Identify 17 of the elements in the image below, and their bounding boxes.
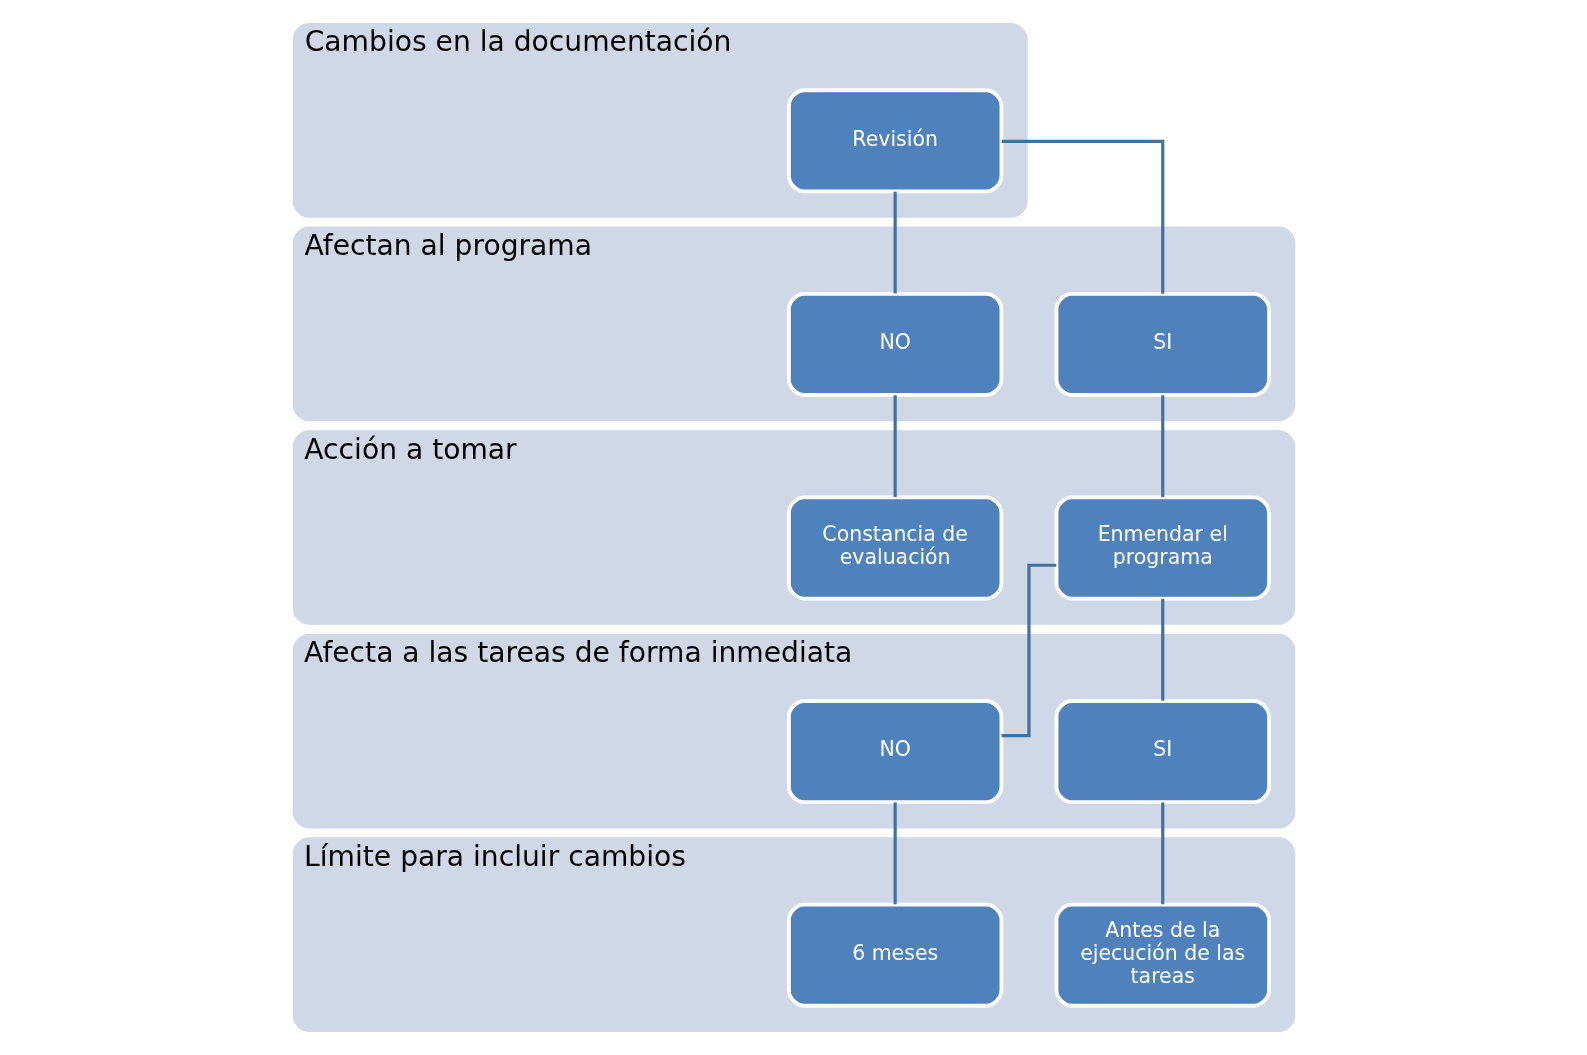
connector [1160,802,1164,905]
node-box: NO [786,291,1003,397]
node-box: Enmendar el programa [1054,495,1271,601]
connector [1001,563,1056,738]
node-box: 6 meses [786,902,1003,1008]
node-box: NO [786,699,1003,805]
node-box: Constancia de evaluación [786,495,1003,601]
node-box: SI [1054,699,1271,805]
connector [1001,139,1164,294]
connector [893,191,897,294]
connector [1160,395,1164,498]
node-box: Antes de la ejecución de las tareas [1054,902,1271,1008]
connector [893,395,897,498]
connector [1160,598,1164,701]
node-box: Revisión [786,88,1003,194]
connector [893,802,897,905]
node-box: SI [1054,291,1271,397]
